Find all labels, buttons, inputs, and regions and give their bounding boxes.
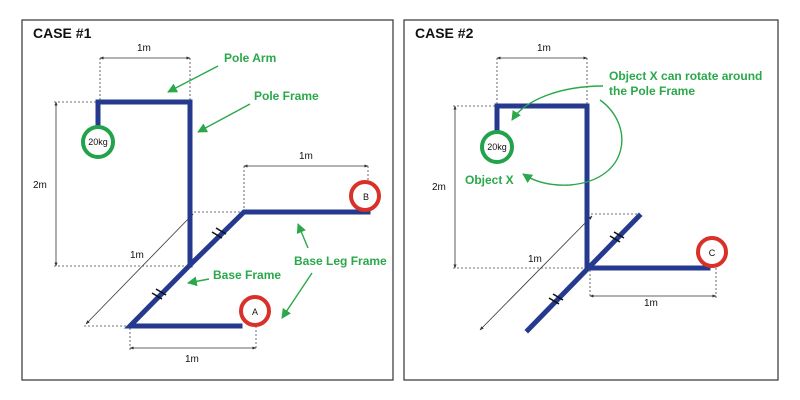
label-pole-frame: Pole Frame bbox=[254, 89, 319, 103]
case2-dim-height-label: 2m bbox=[432, 182, 446, 193]
case2-dim-bottom: 1m bbox=[589, 268, 717, 309]
case1-annotation-base-leg-frame: Base Leg Frame bbox=[281, 223, 387, 319]
case1-dim-top: 1m bbox=[99, 43, 191, 100]
case2-weight: 20kg bbox=[480, 130, 514, 164]
case1-dim-right: 1m bbox=[243, 151, 369, 210]
case1-annotation-pole-frame: Pole Frame bbox=[197, 89, 319, 133]
case2-weight-label: 20kg bbox=[487, 142, 507, 152]
case1-dim-bottom: 1m bbox=[129, 326, 257, 365]
case1-title: CASE #1 bbox=[33, 25, 92, 41]
weight-ring-icon bbox=[480, 130, 514, 164]
case1-dim-height-label: 2m bbox=[33, 180, 47, 191]
case1-point-b-label: B bbox=[363, 192, 369, 202]
case1-weight: 20kg bbox=[81, 125, 115, 159]
label-pole-arm: Pole Arm bbox=[224, 51, 276, 65]
case1-point-b: B bbox=[349, 180, 381, 212]
case2-title: CASE #2 bbox=[415, 25, 474, 41]
label-rotate-line1: Object X can rotate around bbox=[609, 69, 762, 83]
case1-break-ticks bbox=[151, 227, 227, 300]
case2-point-c: C bbox=[696, 236, 728, 268]
case2-dim-bottom-label: 1m bbox=[644, 298, 658, 309]
load-point-c-icon bbox=[696, 236, 728, 268]
label-object-x: Object X bbox=[465, 173, 514, 187]
case1-annotation-pole-arm: Pole Arm bbox=[167, 51, 276, 93]
case2-pole-frame bbox=[494, 103, 590, 271]
label-base-frame: Base Frame bbox=[213, 268, 281, 282]
case2-dim-top-label: 1m bbox=[537, 43, 551, 54]
case2-panel: CASE #2 1m 2m 1m 1m bbox=[403, 19, 779, 381]
case1-point-a: A bbox=[239, 295, 271, 327]
load-point-b-icon bbox=[349, 180, 381, 212]
case2-dim-diag: 1m bbox=[479, 213, 639, 331]
rotate-arrow-loop-icon bbox=[522, 99, 623, 186]
rotate-arrow-top-icon bbox=[511, 85, 604, 121]
case1-pole-frame bbox=[95, 99, 193, 268]
label-rotate-line2: the Pole Frame bbox=[609, 84, 695, 98]
label-base-leg-frame: Base Leg Frame bbox=[294, 254, 387, 268]
case1-border bbox=[21, 19, 394, 381]
case1-dim-bottom-label: 1m bbox=[185, 354, 199, 365]
case1-dim-top-label: 1m bbox=[137, 43, 151, 54]
case1-point-a-label: A bbox=[252, 307, 258, 317]
case1-dim-diag-label: 1m bbox=[130, 250, 144, 261]
case1-annotation-base-frame: Base Frame bbox=[187, 268, 281, 287]
case1-weight-label: 20kg bbox=[88, 137, 108, 147]
weight-ring-icon bbox=[81, 125, 115, 159]
case1-dim-right-label: 1m bbox=[299, 151, 313, 162]
case1-base-leg-frame bbox=[124, 209, 371, 329]
case2-annotation-rotate: Object X can rotate around the Pole Fram… bbox=[511, 69, 762, 186]
case2-dim-top: 1m bbox=[496, 43, 588, 105]
case2-point-c-label: C bbox=[709, 248, 716, 258]
load-point-a-icon bbox=[239, 295, 271, 327]
case2-dim-height: 2m bbox=[432, 105, 587, 269]
case1-panel: CASE #1 1m 2m 1m 1m bbox=[21, 19, 394, 381]
case2-break-ticks bbox=[548, 231, 625, 305]
case2-dim-diag-label: 1m bbox=[528, 254, 542, 265]
case1-dim-diag: 1m bbox=[84, 211, 244, 327]
